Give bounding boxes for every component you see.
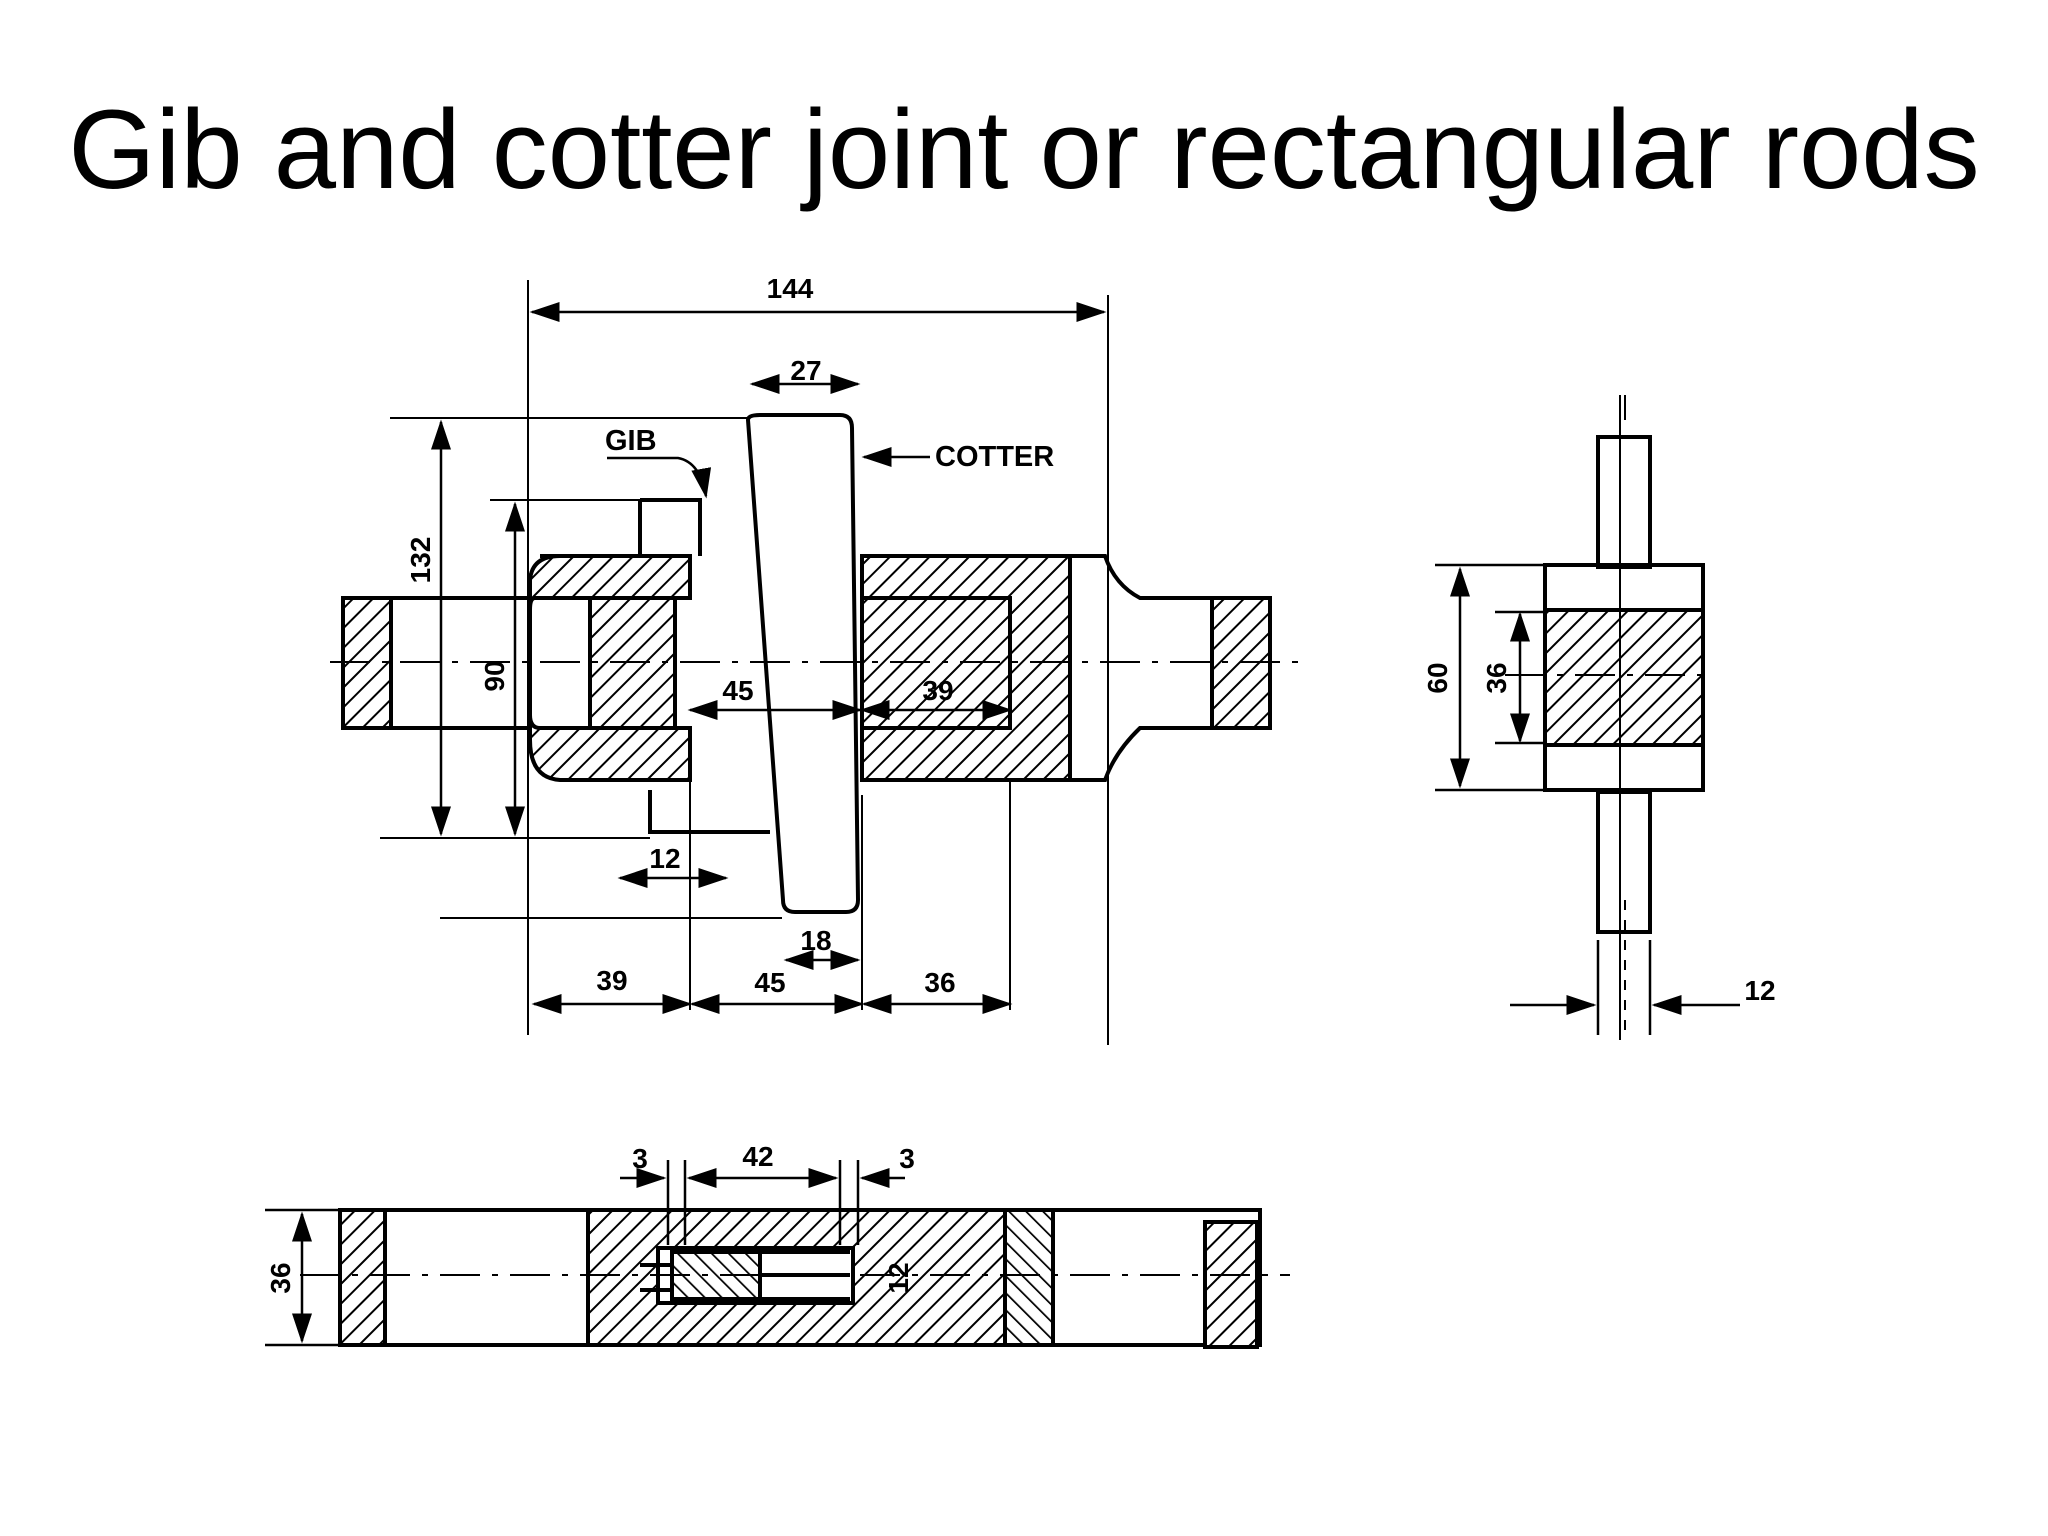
dim-bottom-right: 36 (924, 967, 955, 998)
plan-view-dimensions (265, 1160, 905, 1347)
dim-overall-length: 144 (767, 273, 814, 304)
dim-plan-gap-right: 3 (899, 1143, 915, 1174)
front-view-dimensions (431, 302, 1107, 1014)
cotter-label: COTTER (935, 441, 1054, 473)
dim-plan-slot: 42 (742, 1141, 773, 1172)
side-view-dimensions (1435, 563, 1740, 1035)
dim-cotter-width-top: 27 (790, 355, 821, 386)
dim-strap-height: 90 (479, 660, 510, 691)
dim-overall-height: 132 (405, 537, 436, 584)
dim-plan-gap-left: 3 (632, 1143, 648, 1174)
side-view (1505, 395, 1705, 1040)
dim-side-inner: 36 (1481, 662, 1512, 693)
dim-gib-thickness: 12 (649, 843, 680, 874)
dim-side-height: 60 (1422, 662, 1453, 693)
plan-view (300, 1208, 1290, 1349)
dim-cotter-width-bottom: 18 (800, 925, 831, 956)
slide-title: Gib and cotter joint or rectangular rods (68, 87, 1980, 212)
gib-label: GIB (605, 425, 657, 457)
dim-bottom-left: 39 (596, 965, 627, 996)
dim-bottom-mid: 45 (754, 967, 785, 998)
dim-gib-offset: 45 (722, 675, 753, 706)
dim-plan-height: 36 (265, 1262, 296, 1293)
dim-side-width: 12 (1744, 975, 1775, 1006)
dim-plan-cotter: 12 (883, 1262, 914, 1293)
dim-socket-inner: 39 (922, 675, 953, 706)
